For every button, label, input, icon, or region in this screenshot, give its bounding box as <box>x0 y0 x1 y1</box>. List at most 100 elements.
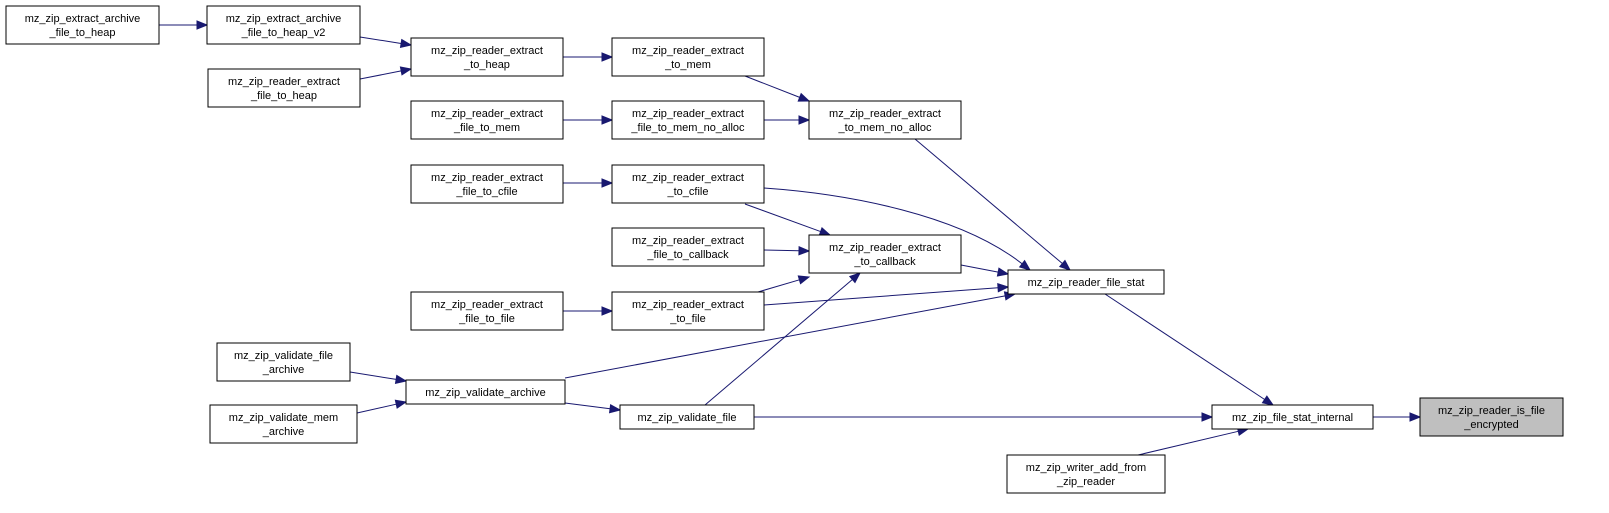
node-label-line: mz_zip_reader_extract <box>431 172 543 184</box>
function-node[interactable]: mz_zip_validate_file_archive <box>216 342 351 382</box>
edge-line <box>757 279 800 293</box>
edge-n18-to-n17 <box>356 399 408 414</box>
node-box[interactable] <box>808 100 962 140</box>
node-box[interactable] <box>611 291 765 331</box>
arrow-head <box>1261 395 1275 406</box>
arrow-head <box>601 52 614 62</box>
function-node[interactable]: mz_zip_reader_extract _to_cfile <box>611 164 765 204</box>
function-node[interactable]: mz_zip_reader_extract_to_heap <box>410 37 564 77</box>
node-label-line: mz_zip_validate_file <box>637 412 736 424</box>
function-node[interactable]: mz_zip_reader_extract _file_to_cfile <box>410 164 564 204</box>
function-node[interactable]: mz_zip_extract_archive_file_to_heap_v2 <box>206 5 361 45</box>
arrow-head <box>797 92 811 102</box>
edge-n1-to-n2 <box>159 20 209 30</box>
function-node[interactable]: mz_zip_reader_extract _file_to_heap <box>207 68 361 108</box>
edge-n7-to-n8 <box>764 115 811 125</box>
node-box[interactable] <box>1419 397 1564 437</box>
edge-line <box>744 203 821 233</box>
node-label-line: mz_zip_reader_extract <box>632 172 744 184</box>
function-node[interactable]: mz_zip_reader_extract_to_callback <box>808 234 962 274</box>
node-box[interactable] <box>808 234 962 274</box>
edge-n2-to-n3 <box>359 36 413 49</box>
node-label-line: _file_to_heap_v2 <box>241 27 326 39</box>
node-box[interactable] <box>410 164 564 204</box>
arrow-head <box>1409 412 1422 422</box>
node-box[interactable] <box>1211 404 1374 430</box>
edge-n10-to-n13 <box>763 187 1032 271</box>
function-node[interactable]: mz_zip_extract_archive_file_to_heap <box>5 5 160 45</box>
edge-n15-to-n12 <box>757 275 811 293</box>
node-label-line: mz_zip_reader_extract <box>829 108 941 120</box>
function-node[interactable]: mz_zip_reader_extract_to_mem_no_alloc <box>808 100 962 140</box>
node-label-line: mz_zip_reader_extract <box>431 299 543 311</box>
node-box[interactable] <box>1007 269 1165 295</box>
arrow-head <box>196 20 209 30</box>
function-node[interactable]: mz_zip_validate_file <box>619 404 755 430</box>
node-box[interactable] <box>209 404 358 444</box>
graph-nodes: mz_zip_extract_archive_file_to_heap mz_zi… <box>5 5 1564 494</box>
node-label-line: mz_zip_reader_extract <box>431 45 543 57</box>
edge-n6-to-n7 <box>563 115 614 125</box>
function-node[interactable]: mz_zip_reader_extract_to_file <box>611 291 765 331</box>
function-node[interactable]: mz_zip_reader_extract_to_mem <box>611 37 765 77</box>
node-box[interactable] <box>611 164 765 204</box>
edge-n16-to-n17 <box>349 371 408 385</box>
arrow-head <box>1058 259 1072 271</box>
node-label-line: mz_zip_reader_extract <box>228 76 340 88</box>
function-node[interactable]: mz_zip_validate_mem_archive <box>209 404 358 444</box>
arrow-head <box>797 275 811 285</box>
node-box[interactable] <box>405 379 566 405</box>
edge-line <box>359 70 402 80</box>
node-box[interactable] <box>619 404 755 430</box>
edge-n19-to-n12 <box>704 272 862 406</box>
node-label-line: mz_zip_reader_extract <box>632 45 744 57</box>
function-node[interactable]: mz_zip_reader_file_stat <box>1007 269 1165 295</box>
node-label-line: _file_to_heap <box>250 90 317 102</box>
node-label-line: mz_zip_reader_extract <box>431 108 543 120</box>
node-box[interactable] <box>410 291 564 331</box>
edge-line <box>914 138 1063 264</box>
edge-n17-to-n19 <box>564 402 622 414</box>
function-node[interactable]: mz_zip_reader_extract_file_to_mem <box>410 100 564 140</box>
function-node[interactable]: mz_zip_validate_archive <box>405 379 566 405</box>
node-box[interactable] <box>206 5 361 45</box>
arrow-head <box>399 66 413 76</box>
edge-n12-to-n13 <box>960 264 1010 277</box>
node-label-line: mz_zip_writer_add_from <box>1026 462 1146 474</box>
edge-n3-to-n5 <box>563 52 614 62</box>
edge-line <box>704 279 853 406</box>
node-box[interactable] <box>611 37 765 77</box>
edge-n19-to-n20 <box>754 412 1214 422</box>
node-box[interactable] <box>216 342 351 382</box>
focus-function-node[interactable]: mz_zip_reader_is_file_encrypted <box>1419 397 1564 437</box>
function-node[interactable]: mz_zip_reader_extract_file_to_file <box>410 291 564 331</box>
edge-line <box>763 187 1023 265</box>
function-node[interactable]: mz_zip_file_stat_internal <box>1211 404 1374 430</box>
function-node[interactable]: mz_zip_reader_extract_file_to_mem_no_all… <box>611 100 765 140</box>
node-label-line: _file_to_mem_no_alloc <box>630 122 745 134</box>
node-box[interactable] <box>611 100 765 140</box>
node-label-line: _archive <box>262 426 305 438</box>
node-label-line: _zip_reader <box>1056 476 1115 488</box>
arrow-head <box>394 374 408 385</box>
edge-n4-to-n3 <box>359 66 413 80</box>
node-label-line: mz_zip_reader_extract <box>829 242 941 254</box>
node-label-line: mz_zip_validate_file <box>234 350 333 362</box>
node-label-line: _to_file <box>669 313 705 325</box>
node-label-line: _file_to_cfile <box>455 186 517 198</box>
node-box[interactable] <box>5 5 160 45</box>
node-box[interactable] <box>410 37 564 77</box>
function-node[interactable]: mz_zip_reader_extract_file_to_callback <box>611 227 765 267</box>
node-box[interactable] <box>1006 454 1166 494</box>
function-node[interactable]: mz_zip_writer_add_from _zip_reader <box>1006 454 1166 494</box>
node-box[interactable] <box>611 227 765 267</box>
node-label-line: _to_cfile <box>667 186 709 198</box>
node-box[interactable] <box>410 100 564 140</box>
node-label-line: mz_zip_reader_file_stat <box>1028 277 1145 289</box>
edge-line <box>1137 430 1239 456</box>
arrow-head <box>848 272 862 284</box>
edge-line <box>763 249 800 252</box>
arrow-head <box>1018 259 1032 271</box>
node-box[interactable] <box>207 68 361 108</box>
